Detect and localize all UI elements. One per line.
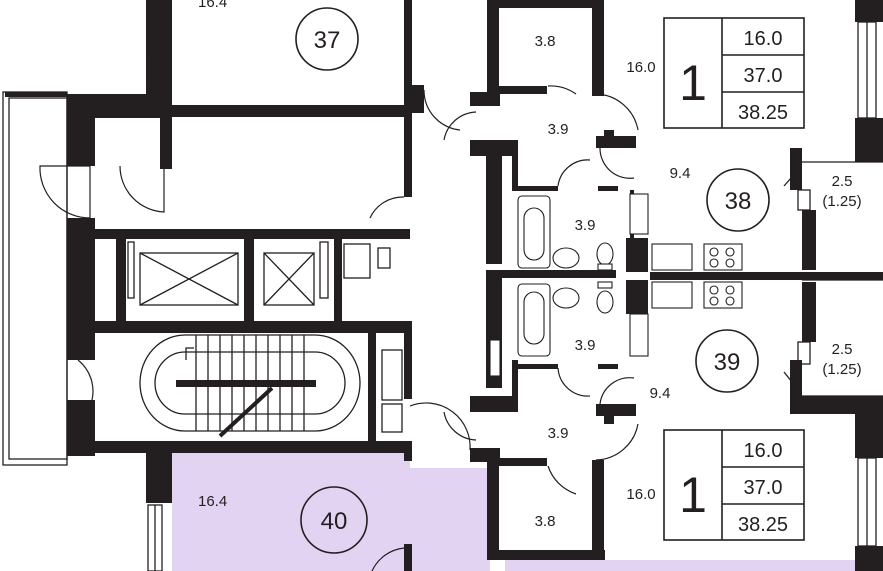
apt39-room-area: 16.0 — [626, 486, 655, 503]
apt38-total-coef-area: 38.25 — [738, 102, 788, 124]
apt39-living-area: 16.0 — [744, 440, 783, 462]
apt38-wc-area: 3.9 — [575, 217, 596, 234]
apt38-kitchen-area: 9.4 — [670, 165, 691, 182]
apt38-bath-area: 3.8 — [535, 33, 556, 50]
apt38-hall-area: 3.9 — [548, 121, 569, 138]
apt38-room-area: 16.0 — [626, 59, 655, 76]
walls — [5, 0, 883, 571]
apartment-40-fill[interactable] — [172, 452, 490, 571]
apartment-40-highlight — [172, 452, 855, 571]
apartment-40-circle[interactable] — [300, 486, 368, 554]
apt38-total-area: 37.0 — [744, 65, 783, 87]
apt37-room-area: 16.4 — [198, 0, 227, 11]
apartment-40-number: 40 — [321, 508, 348, 535]
apt39-hall-area: 3.9 — [548, 425, 569, 442]
apt39-room-count: 1 — [679, 467, 707, 523]
apartment-37-circle[interactable] — [295, 7, 359, 71]
apartment-38-circle[interactable] — [706, 168, 770, 232]
apartment-38-info-box — [663, 17, 805, 129]
bathroom-fixtures — [489, 193, 743, 377]
apartment-39-info-box — [663, 429, 805, 541]
loggias — [783, 161, 883, 397]
doors — [39, 85, 639, 571]
apartment-37-number: 37 — [314, 27, 341, 54]
apt39-wc-area: 3.9 — [575, 337, 596, 354]
apartment-39-circle[interactable] — [695, 329, 759, 393]
apt39-total-coef-area: 38.25 — [738, 514, 788, 536]
apt39-bath-area: 3.8 — [535, 513, 556, 530]
apt40-room-area: 16.4 — [198, 493, 227, 510]
balcony — [2, 91, 68, 466]
elevators — [127, 241, 391, 306]
stairwell — [139, 334, 403, 438]
apt39-loggia-area: 2.5 — [832, 341, 853, 358]
apt38-living-area: 16.0 — [744, 28, 783, 50]
apt39-kitchen-area: 9.4 — [650, 385, 671, 402]
apt39-total-area: 37.0 — [744, 477, 783, 499]
apartment-38-number: 38 — [725, 188, 752, 215]
apt38-room-count: 1 — [679, 55, 707, 111]
apartment-41-fill-edge — [505, 560, 855, 571]
apt38-loggia-coef: (1.25) — [822, 193, 861, 210]
apartment-39-number: 39 — [714, 349, 741, 376]
windows — [147, 0, 877, 571]
apt39-loggia-coef: (1.25) — [822, 361, 861, 378]
apt38-loggia-area: 2.5 — [832, 173, 853, 190]
